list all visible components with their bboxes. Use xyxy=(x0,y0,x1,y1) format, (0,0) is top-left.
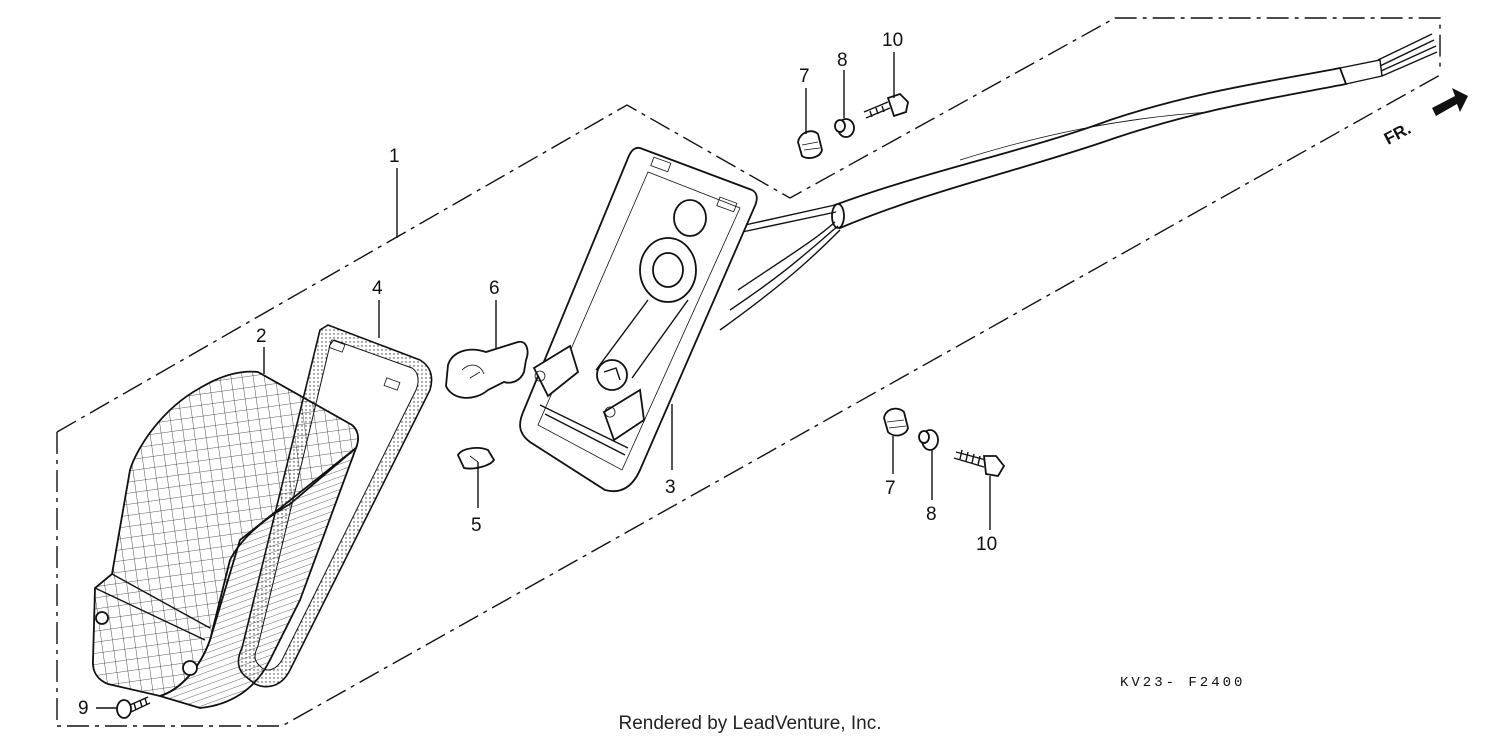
render-credit: Rendered by LeadVenture, Inc. xyxy=(618,713,882,734)
leader-lines xyxy=(96,52,991,709)
callout-5: 5 xyxy=(471,515,482,536)
assembly-boundary xyxy=(56,17,1441,727)
part-8-lower-collar xyxy=(918,429,939,451)
front-direction-indicator: FR. xyxy=(1381,88,1468,149)
callout-6: 6 xyxy=(489,278,500,299)
callout-1: 1 xyxy=(389,146,400,167)
callout-7-lower: 7 xyxy=(885,478,896,499)
part-6-bulb xyxy=(445,340,529,399)
direction-label: FR. xyxy=(1381,119,1414,149)
callout-2: 2 xyxy=(256,326,267,347)
callout-8-lower: 8 xyxy=(926,504,937,525)
callout-8-upper: 8 xyxy=(837,50,848,71)
diagram-code: KV23- F2400 xyxy=(1120,675,1245,691)
callouts: 1 2 3 4 5 6 7 7 8 8 9 10 10 KV23- F2400 xyxy=(78,30,1245,719)
callout-7-upper: 7 xyxy=(799,66,810,87)
part-10-lower-bolt xyxy=(953,449,1006,477)
callout-10-upper: 10 xyxy=(882,30,903,51)
callout-4: 4 xyxy=(372,278,383,299)
wire-harness xyxy=(719,33,1438,331)
part-10-upper-bolt xyxy=(863,92,909,119)
part-2-lens xyxy=(92,370,359,709)
part-3-taillight-base xyxy=(519,146,758,492)
callout-10-lower: 10 xyxy=(976,534,997,555)
part-7-upper-grommet xyxy=(797,130,823,159)
part-5-small-bulb xyxy=(456,447,496,470)
part-7-lower-grommet xyxy=(883,407,909,437)
callout-9: 9 xyxy=(78,698,89,719)
part-8-upper-collar xyxy=(834,118,855,138)
part-9-screw xyxy=(116,696,151,719)
callout-3: 3 xyxy=(665,477,676,498)
